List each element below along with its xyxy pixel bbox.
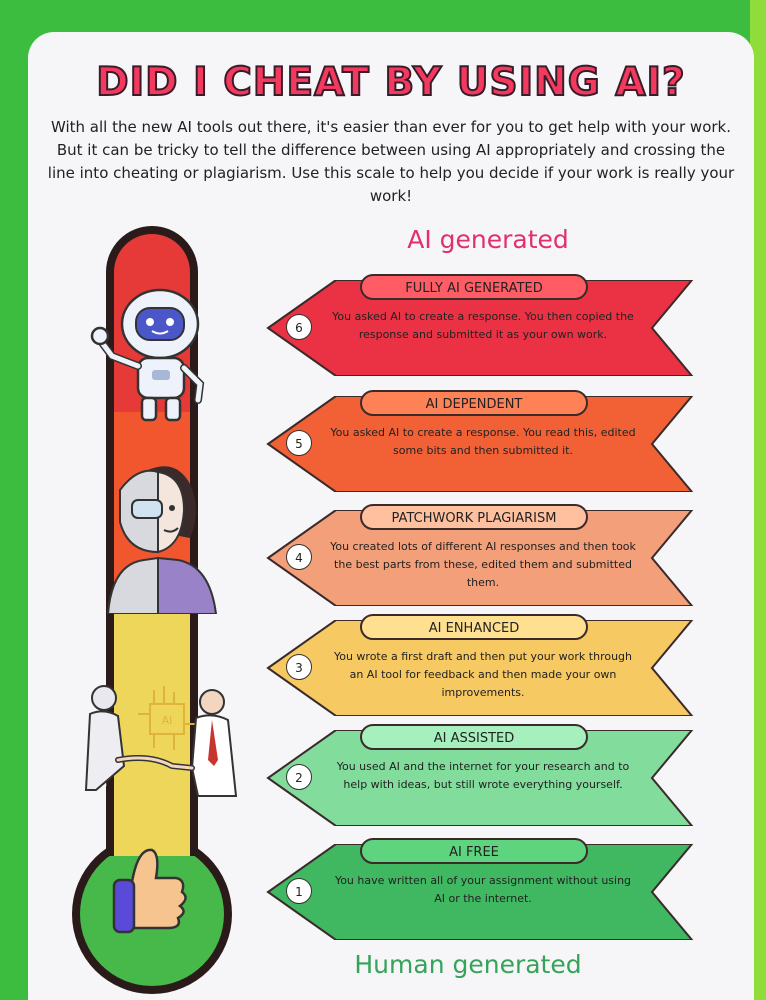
intro-text: With all the new AI tools out there, it'… (47, 118, 735, 205)
level-description: You wrote a first draft and then put you… (333, 650, 633, 699)
level-description: You asked AI to create a response. You r… (330, 426, 636, 457)
scale-top-label: AI generated (407, 225, 569, 254)
level-row: PATCHWORK PLAGIARISM 4 You created lots … (240, 504, 704, 606)
level-name: AI ENHANCED (360, 614, 588, 640)
level-number: 1 (286, 878, 312, 904)
svg-text:AI: AI (162, 714, 173, 727)
level-name: PATCHWORK PLAGIARISM (360, 504, 588, 530)
level-number: 4 (286, 544, 312, 570)
robot-icon (90, 288, 205, 422)
level-number: 2 (286, 764, 312, 790)
level-description: You used AI and the internet for your re… (336, 760, 630, 791)
background-strip (750, 0, 766, 1000)
thumbs-up-icon (112, 848, 187, 934)
level-number: 5 (286, 430, 312, 456)
level-row: AI DEPENDENT 5 You asked AI to create a … (240, 390, 704, 492)
level-description: You created lots of different AI respons… (330, 540, 636, 589)
page-title: DID I CHEAT BY USING AI? (95, 59, 686, 106)
level-number: 3 (286, 654, 312, 680)
level-row: FULLY AI GENERATED 6 You asked AI to cre… (240, 274, 704, 376)
level-name: AI ASSISTED (360, 724, 588, 750)
poster: DID I CHEAT BY USING AI? With all the ne… (28, 32, 754, 1000)
scale-bottom-label: Human generated (354, 950, 582, 979)
level-row: AI ASSISTED 2 You used AI and the intern… (240, 724, 704, 826)
level-row: AI FREE 1 You have written all of your a… (240, 838, 704, 940)
level-description: You have written all of your assignment … (334, 874, 632, 905)
level-name: FULLY AI GENERATED (360, 274, 588, 300)
level-row: AI ENHANCED 3 You wrote a first draft an… (240, 614, 704, 716)
handshake-icon: AI (84, 685, 238, 797)
half-robot-woman-icon (106, 466, 218, 614)
level-name: AI DEPENDENT (360, 390, 588, 416)
level-description: You asked AI to create a response. You t… (332, 310, 634, 341)
level-name: AI FREE (360, 838, 588, 864)
level-number: 6 (286, 314, 312, 340)
